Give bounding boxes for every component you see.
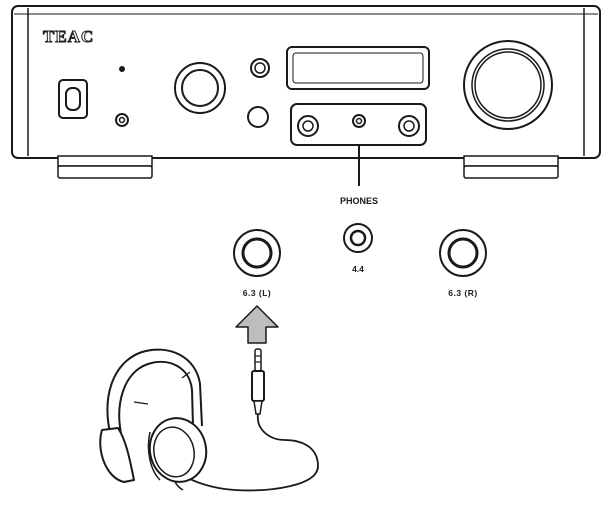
jack-right-label: 6.3 (R) <box>448 288 477 298</box>
device-front-panel <box>11 5 601 179</box>
jack-left-label: 6.3 (L) <box>243 288 272 298</box>
brand-logo: TEAC <box>43 27 94 46</box>
power-switch-icon <box>58 79 88 119</box>
jack-left <box>233 229 281 277</box>
round-button <box>247 106 269 128</box>
jack-center-label: 4.4 <box>352 264 364 274</box>
headphone-plug-icon <box>251 348 265 415</box>
arrow-up-icon <box>235 305 279 344</box>
standby-indicator <box>119 66 125 72</box>
phones-label: PHONES <box>340 196 378 206</box>
input-selector-knob <box>174 62 226 114</box>
headphone-cable <box>159 413 319 492</box>
jack-right <box>439 229 487 277</box>
volume-knob <box>463 40 553 130</box>
device-feet <box>57 155 559 179</box>
phones-jack-panel <box>290 103 427 146</box>
jack-center <box>343 223 373 253</box>
headphones-icon <box>99 348 208 483</box>
